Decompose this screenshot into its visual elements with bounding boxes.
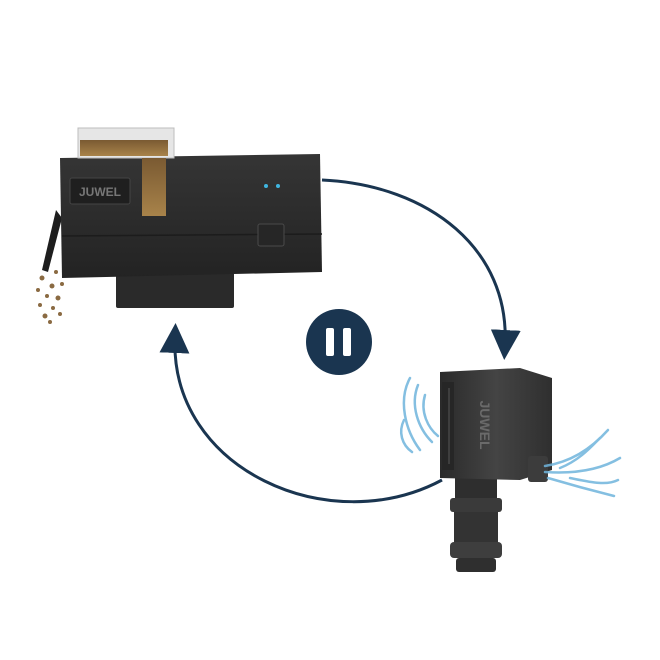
arrow-feeder-to-pump — [321, 178, 521, 360]
automatic-feeder: JUWEL — [36, 127, 323, 324]
feeder-brand-plate — [69, 177, 131, 205]
feeder-indicator-light — [264, 184, 268, 188]
pause-badge — [306, 309, 372, 375]
cycle-arrows — [159, 178, 521, 504]
water-splash-right — [543, 428, 622, 498]
arrow-pump-to-feeder — [159, 323, 443, 504]
pause-icon — [326, 328, 351, 356]
water-splash-left — [400, 376, 440, 454]
pump-brand-label: JUWEL — [477, 401, 493, 450]
feeder-brand-label: JUWEL — [79, 185, 121, 199]
food-pellets — [36, 270, 64, 324]
water-pump: JUWEL — [400, 368, 622, 572]
feeder-button — [257, 223, 285, 247]
